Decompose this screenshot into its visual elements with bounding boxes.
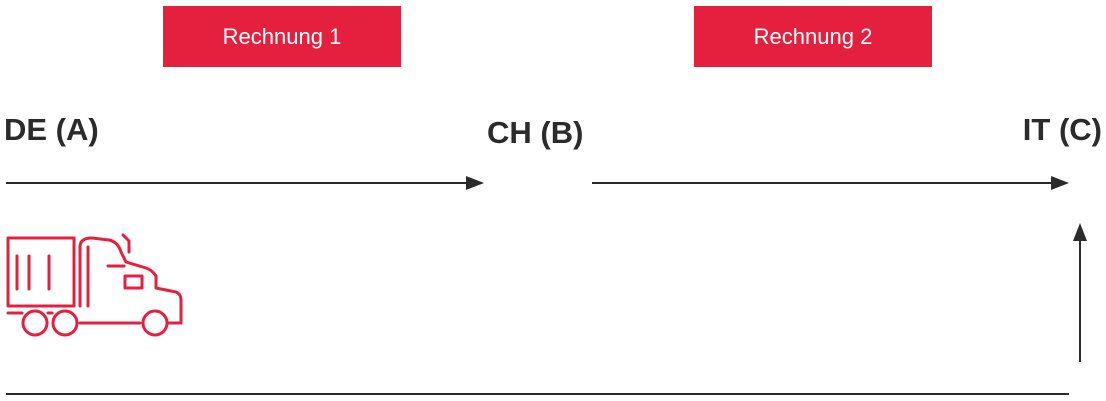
arrow-de-to-ch <box>6 176 484 190</box>
location-de: DE (A) <box>4 112 99 147</box>
invoice-2-label: Rechnung 2 <box>694 6 932 67</box>
arrow-delivery-up <box>1073 223 1087 362</box>
location-ch: CH (B) <box>487 115 584 150</box>
invoice-1-label: Rechnung 1 <box>163 6 401 67</box>
arrow-ch-to-it <box>592 176 1069 190</box>
truck-icon <box>6 233 183 337</box>
location-it: IT (C) <box>1022 112 1102 147</box>
